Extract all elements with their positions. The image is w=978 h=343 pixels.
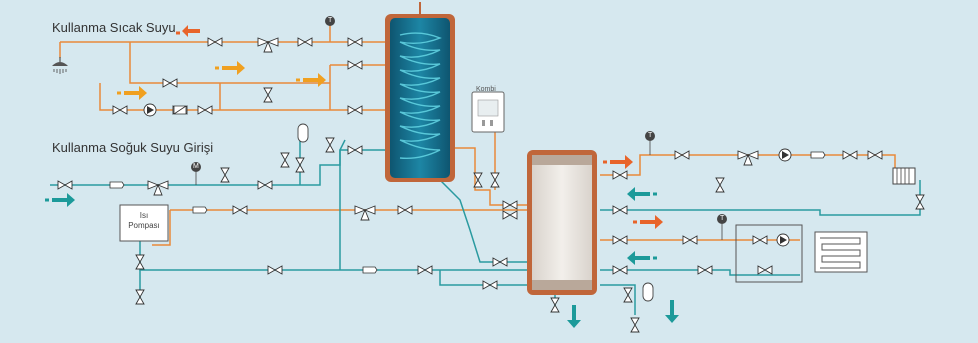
manometer <box>191 162 201 185</box>
radiator <box>892 167 916 185</box>
heat-pump-label: Isı Pompası <box>128 211 160 230</box>
buffer-tank <box>527 150 597 295</box>
warm-arrows <box>124 61 326 100</box>
cold-arrows <box>52 187 679 328</box>
expansion-tank-1 <box>297 123 309 143</box>
gauge-t-label-2: T <box>648 132 653 139</box>
gauge-m-label: M <box>193 163 199 170</box>
three-way-valves <box>147 37 759 221</box>
arrow-tails <box>45 31 657 260</box>
temperature-gauges <box>325 16 727 240</box>
floor-heating <box>735 224 868 283</box>
cold-water-inlet-label: Kullanma Soğuk Suyu Girişi <box>52 140 214 155</box>
hot-water-label: Kullanma Sıcak Suyu <box>52 20 176 35</box>
gauge-t-label-1: T <box>328 17 333 24</box>
coil-tank <box>385 2 455 182</box>
heat-pump-box <box>119 204 169 242</box>
hot-pipes <box>59 25 896 246</box>
hot-arrows <box>182 25 663 229</box>
boiler-label: Kombi <box>476 86 496 93</box>
expansion-tank-2 <box>642 282 654 302</box>
boiler-unit <box>471 91 505 133</box>
gauge-t-label-3: T <box>720 215 725 222</box>
cold-pipes <box>50 139 921 315</box>
shower-icon <box>52 57 68 74</box>
